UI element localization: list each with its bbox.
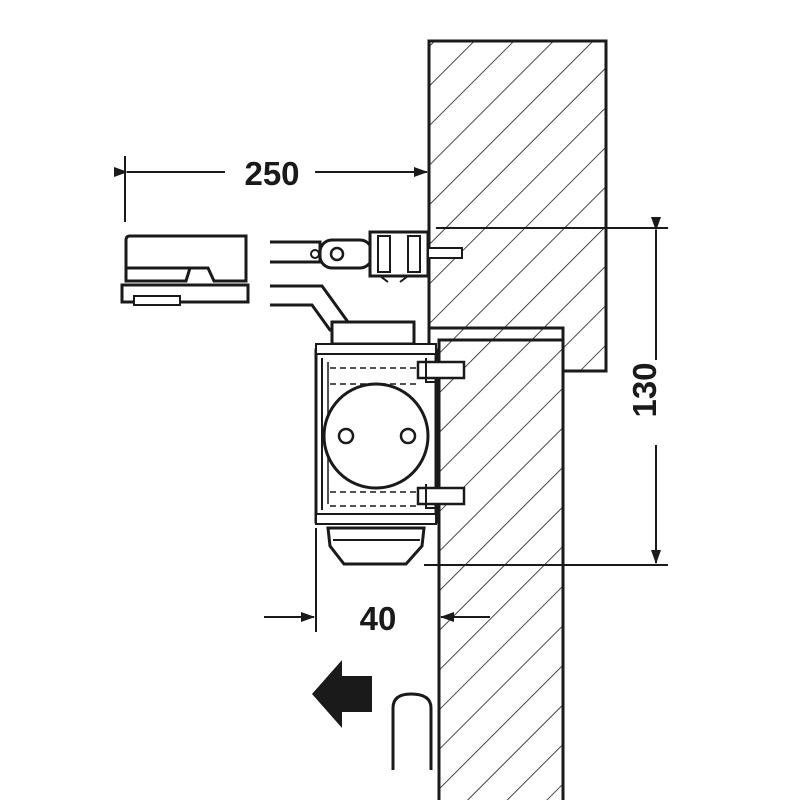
closer-arm — [270, 238, 374, 332]
dimension-height-label: 130 — [626, 362, 663, 417]
door-leaf — [437, 338, 565, 800]
glide-rail-end — [120, 234, 250, 306]
dimension-height: 130 — [424, 217, 668, 566]
closer-body — [314, 320, 466, 566]
dimension-width: 250 — [114, 155, 428, 222]
dimension-offset: 40 — [264, 528, 490, 637]
frame-block — [427, 39, 608, 373]
dimension-width-label: 250 — [244, 155, 299, 192]
frame-step-outline — [429, 326, 565, 340]
door-stop-post — [391, 692, 433, 770]
closer-pinion-circle — [322, 382, 430, 490]
arrow-left-icon — [312, 660, 372, 728]
dimension-offset-label: 40 — [360, 600, 397, 637]
arm-bracket — [368, 230, 463, 283]
